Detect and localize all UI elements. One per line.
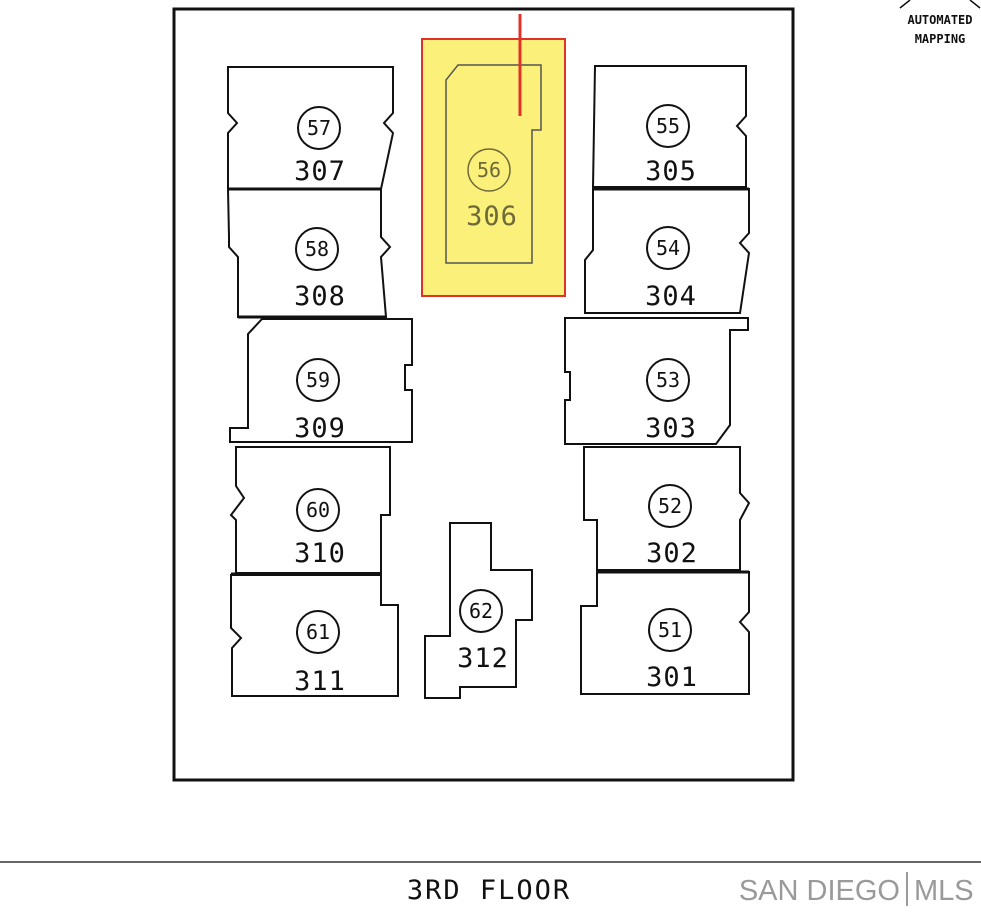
unit-number: 312 [457,643,509,674]
unit-305[interactable]: 55 305 [591,65,747,188]
unit-311[interactable]: 61 311 [230,572,399,697]
building-outline [172,7,795,782]
unit-number: 309 [294,413,346,444]
floor-label: 3RD FLOOR [407,875,571,906]
unit-number: 306 [466,201,518,232]
unit-312[interactable]: 62 312 [424,522,533,699]
parcel-number: 54 [656,236,680,260]
unit-309[interactable]: 59 309 [229,315,413,444]
unit-308[interactable]: 58 308 [226,187,392,318]
unit-number: 305 [645,156,697,187]
parcel-number: 62 [469,599,493,623]
unit-302[interactable]: 52 302 [583,446,751,571]
unit-303[interactable]: 53 303 [564,317,749,445]
brand-watermark: SAN DIEGO MLS [739,872,974,907]
unit-number: 303 [645,413,697,444]
unit-310[interactable]: 60 310 [229,446,391,574]
unit-307[interactable]: 57 307 [227,66,395,190]
unit-304[interactable]: 54 304 [584,187,751,314]
parcel-number: 51 [658,618,682,642]
parcel-number: 57 [307,116,331,140]
badge-line-2: MAPPING [915,32,966,46]
brand-right: MLS [914,875,974,907]
unit-306-highlighted[interactable]: 56 306 [445,64,542,264]
parcel-number: 61 [306,620,330,644]
unit-number: 304 [645,281,697,312]
unit-301[interactable]: 51 301 [580,570,750,695]
unit-number: 311 [294,666,346,697]
parcel-number: 60 [306,498,330,522]
parcel-number: 53 [656,368,680,392]
unit-number: 307 [294,156,346,187]
brand-left: SAN DIEGO [739,875,900,907]
parcel-number: 55 [656,114,680,138]
parcel-number: 56 [477,158,501,182]
unit-number: 308 [294,281,346,312]
parcel-number: 58 [305,237,329,261]
automated-mapping-badge: AUTOMATED MAPPING [899,0,981,46]
parcel-number: 59 [306,368,330,392]
unit-number: 301 [646,662,698,693]
unit-number: 310 [294,538,346,569]
unit-number: 302 [646,538,698,569]
badge-line-1: AUTOMATED [907,13,972,27]
parcel-number: 52 [658,494,682,518]
